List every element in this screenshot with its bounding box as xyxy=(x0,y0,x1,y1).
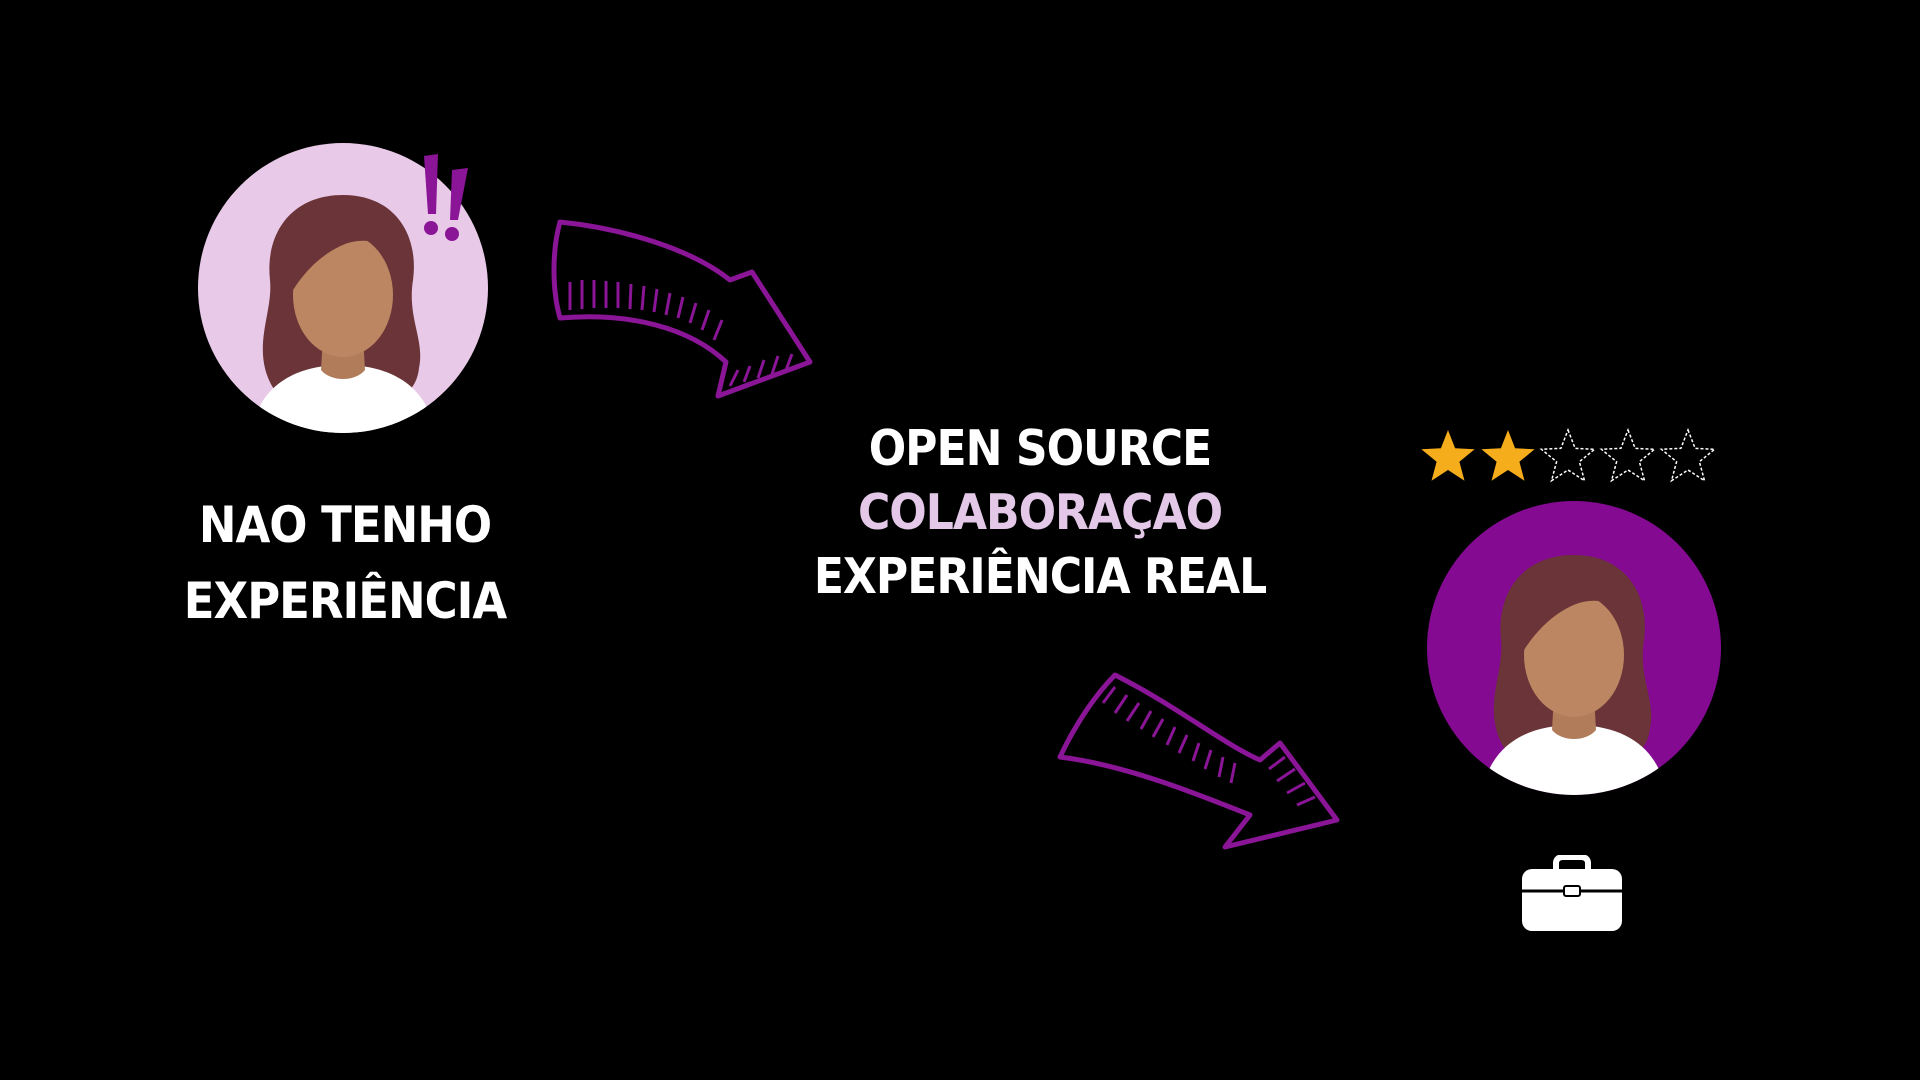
briefcase-icon xyxy=(1522,855,1622,931)
star-filled-icon xyxy=(1481,430,1535,481)
star-empty-icon xyxy=(1539,427,1597,483)
open-source-text-block: OPEN SOURCE COLABORAÇAO EXPERIÊNCIA REAL xyxy=(780,424,1300,616)
double-exclamation-icon xyxy=(424,154,468,241)
curved-arrow-down-right xyxy=(1057,672,1340,850)
real-experience-line: EXPERIÊNCIA REAL xyxy=(813,548,1267,605)
rating-stars xyxy=(1421,427,1717,483)
worried-avatar xyxy=(198,143,488,433)
open-source-line: OPEN SOURCE xyxy=(868,420,1213,477)
star-empty-icon xyxy=(1599,427,1657,483)
hired-avatar xyxy=(1427,501,1721,795)
collaboration-line: COLABORAÇAO xyxy=(857,484,1223,541)
no-experience-line-2: EXPERIÊNCIA xyxy=(183,572,507,630)
curved-arrow-right-down xyxy=(551,219,813,399)
no-experience-line-1: NAO TENHO xyxy=(198,496,492,554)
no-experience-label: NAO TENHO EXPERIÊNCIA xyxy=(140,500,550,652)
star-empty-icon xyxy=(1659,427,1717,483)
star-filled-icon xyxy=(1421,430,1475,481)
